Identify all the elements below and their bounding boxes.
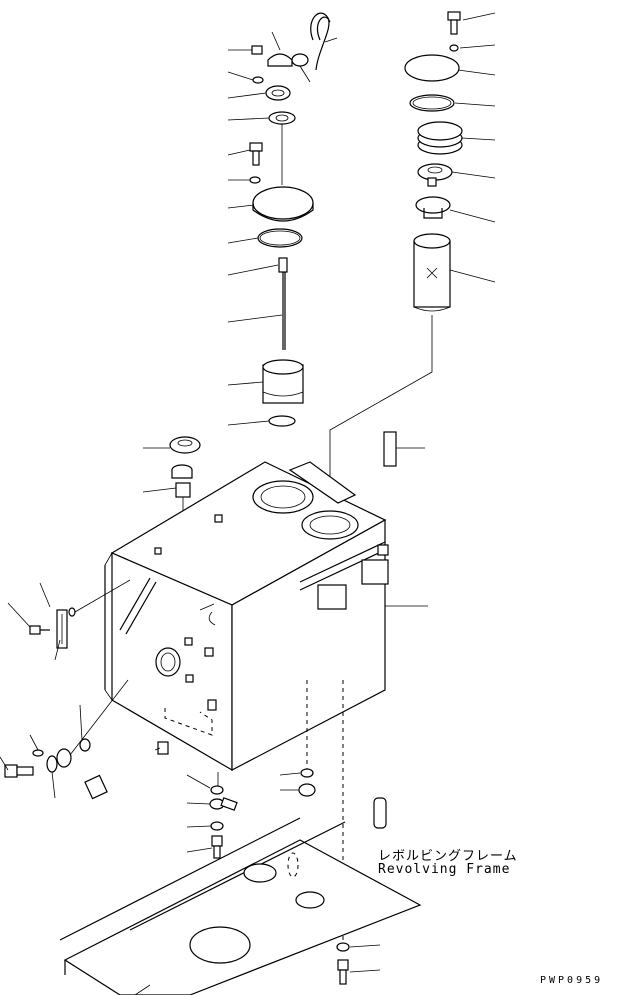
filler-pipe-part	[175, 482, 191, 498]
hydraulic-tank-body	[104, 461, 389, 940]
filter-guide-part	[415, 196, 451, 214]
filter-cover-bolt-part	[447, 11, 461, 21]
cover-o-ring-part	[257, 228, 303, 248]
filler-cap-part	[169, 436, 201, 454]
filter-element-part	[413, 240, 451, 308]
drain-hose-part	[84, 774, 108, 800]
rod-spring-part	[278, 257, 288, 273]
drain-port-circle	[155, 647, 181, 677]
drain-bolt-part	[4, 764, 18, 778]
bottom-hardware-group	[209, 431, 397, 985]
mount-washer-part	[210, 785, 224, 795]
mount-grommet-part	[373, 797, 387, 829]
left-hardware-group	[4, 579, 131, 800]
revolving-frame	[59, 817, 422, 995]
drain-o-ring-part	[79, 738, 91, 752]
filter-o-ring-part	[409, 94, 455, 112]
revolving-frame-label-jp: レボルビングフレーム	[378, 849, 518, 864]
strainer-o-ring-part	[268, 415, 296, 427]
mount-bolt-part	[211, 835, 223, 847]
tank-drain-fitting	[157, 741, 169, 755]
mount-rubber-part	[298, 783, 316, 797]
breather-cap-part	[267, 53, 293, 67]
level-gauge-slot	[119, 577, 151, 631]
drain-plug-part	[46, 755, 58, 773]
cap-bolt-part	[251, 45, 263, 55]
filter-port	[301, 510, 359, 540]
drain-valve-part	[56, 748, 72, 768]
cap-washer-part	[252, 76, 264, 84]
return-filter-group	[329, 11, 463, 512]
drawing-code: PWP0959	[540, 975, 604, 986]
hose-clamp-part	[291, 53, 309, 67]
frame-hole-2	[295, 891, 325, 909]
frame-plate	[63, 839, 422, 995]
breather-cap-group	[249, 12, 331, 427]
cover-washer-part	[249, 176, 261, 184]
cover-bolt-part	[249, 142, 263, 152]
mount-spacer-part	[210, 821, 224, 831]
valve-block-right	[361, 559, 389, 585]
frame-hole-3	[189, 926, 251, 964]
cap-adapter-part	[265, 85, 291, 101]
frame-bolt-part	[337, 959, 349, 971]
side-bracket-part	[383, 431, 397, 467]
valve-block-left	[317, 584, 347, 610]
leader-lines-right	[385, 12, 496, 607]
revolving-frame-label-en: Revolving Frame	[378, 862, 511, 877]
cap-gasket-part	[268, 111, 296, 125]
filter-washer-part	[449, 44, 459, 52]
filter-cover-part	[404, 54, 460, 82]
top-bracket	[288, 461, 357, 504]
leader-lines-left	[0, 31, 381, 973]
tank-cover-plate-part	[252, 186, 314, 220]
tank-right-face	[231, 518, 386, 771]
gauge-bolt-part	[29, 625, 41, 635]
frame-hole-1	[243, 863, 277, 883]
